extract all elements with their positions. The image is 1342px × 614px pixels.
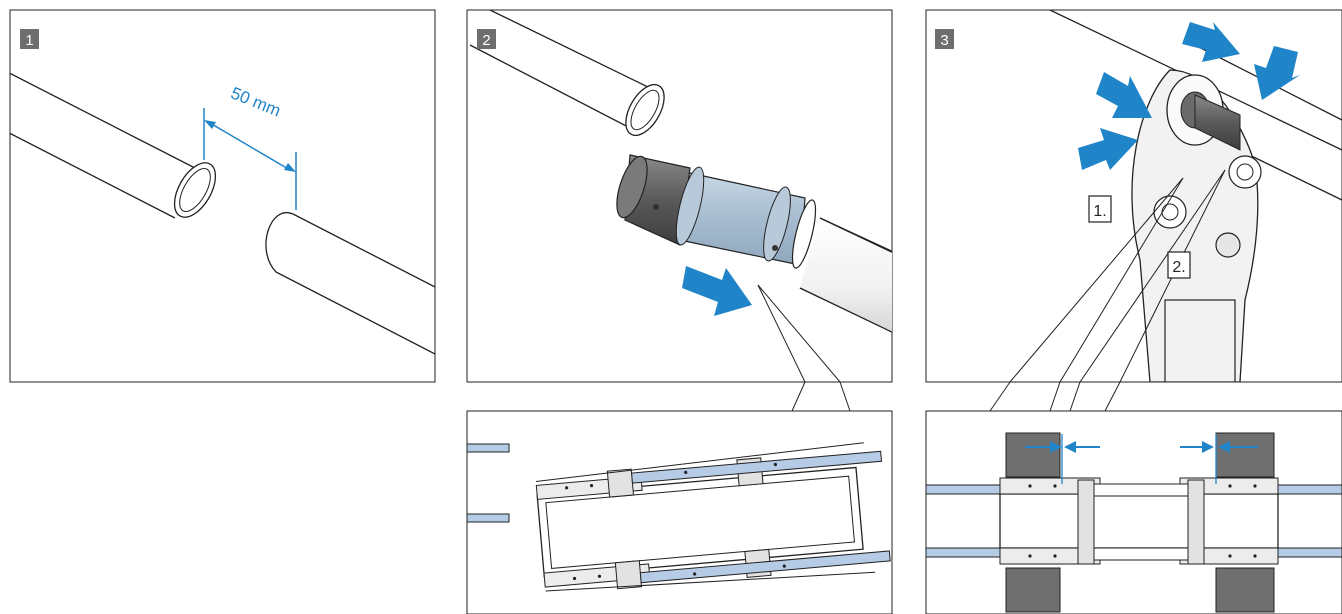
- step-badge-1: 1: [20, 29, 39, 49]
- step-number: 2: [482, 32, 490, 49]
- panel-2: 2: [466, 9, 893, 383]
- pipe-right: [265, 211, 435, 355]
- fitting-section: [535, 442, 891, 592]
- pipe-upper: [469, 10, 665, 137]
- step-number: 1: [25, 32, 33, 49]
- callout-1: 1.: [1088, 195, 1112, 223]
- callout-2: 2.: [1167, 251, 1191, 279]
- pipe-left: [10, 72, 217, 219]
- detail-section-3: [925, 410, 1342, 614]
- press-tool: [1131, 69, 1262, 382]
- panel-3: 1. 2. 3: [925, 9, 1342, 383]
- arrow-icon: [682, 266, 752, 316]
- step-number: 3: [940, 32, 948, 49]
- arrow-icon: [1078, 22, 1300, 170]
- pipe-with-fitting: [616, 154, 892, 333]
- arrow-icon: [1025, 434, 1258, 484]
- panel-1: 50 mm 1: [9, 9, 436, 383]
- detail-section-2: [466, 410, 893, 614]
- step-badge-3: 3: [935, 29, 954, 49]
- step-badge-2: 2: [477, 29, 496, 49]
- callout-label: 1.: [1093, 203, 1106, 220]
- callout-label: 2.: [1172, 259, 1185, 276]
